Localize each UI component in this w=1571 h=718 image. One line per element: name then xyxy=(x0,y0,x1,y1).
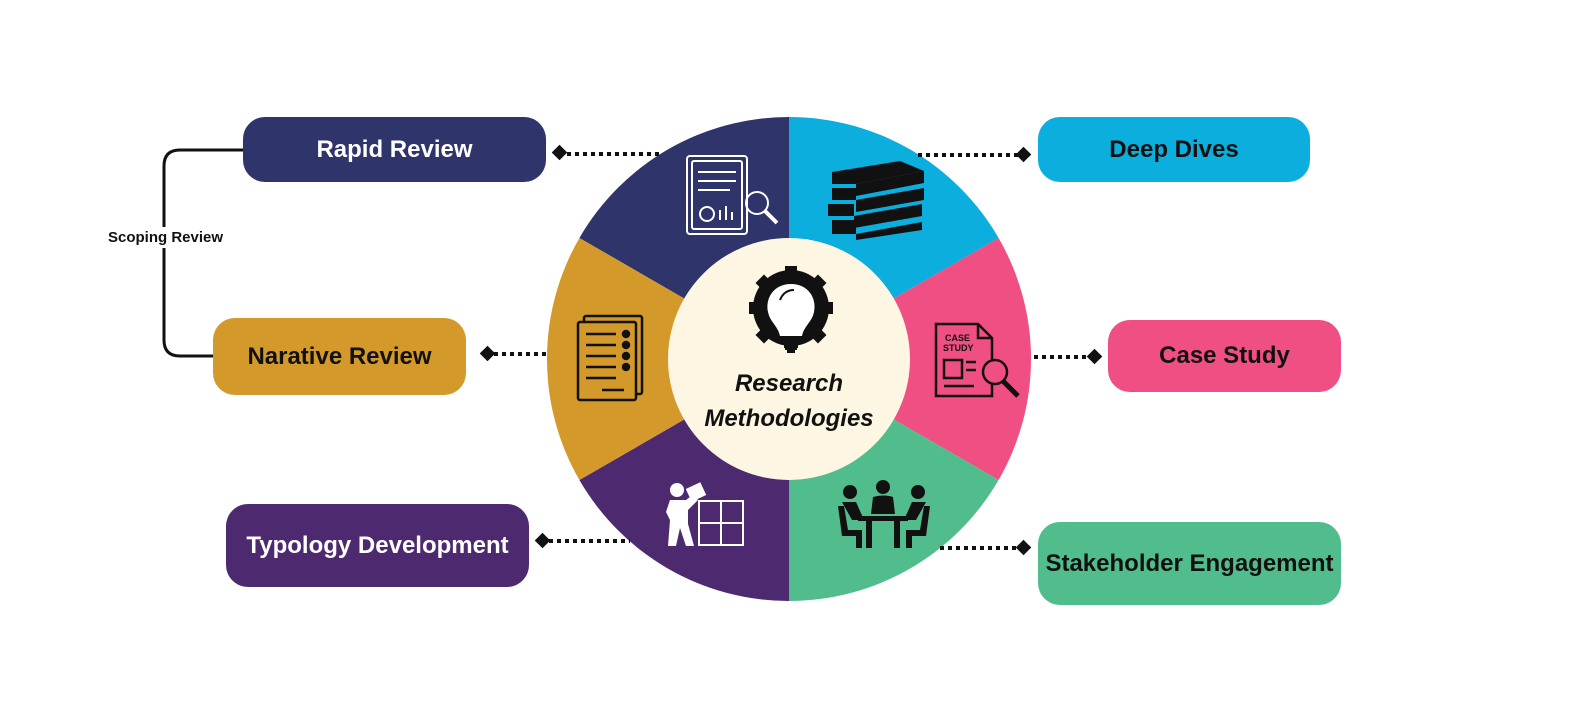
scoping-review-label: Scoping Review xyxy=(106,227,226,248)
diamond-typology-development xyxy=(534,532,551,549)
center-title: Research Methodologies xyxy=(668,366,910,436)
narative-review-pill: Narative Review xyxy=(213,318,466,395)
report-magnifier-icon xyxy=(686,155,779,235)
rapid-review-pill: Rapid Review xyxy=(243,117,546,182)
segment-case-study xyxy=(789,238,1032,480)
typology-development-pill: Typology Development xyxy=(226,504,529,587)
diamond-narative-review xyxy=(479,345,496,362)
lightbulb-gear-icon xyxy=(749,266,833,353)
diamond-deep-dives xyxy=(1015,146,1032,163)
case-study-icon-line2: STUDY xyxy=(943,343,974,353)
documents-list-icon xyxy=(576,314,644,402)
case-study-pill: Case Study xyxy=(1108,320,1341,392)
case-study-icon-line1: CASE xyxy=(945,333,970,343)
center-title-line2: Methodologies xyxy=(704,405,874,432)
books-stack-icon xyxy=(828,161,924,240)
meeting-table-icon xyxy=(838,480,930,548)
segment-narative-review xyxy=(546,238,789,480)
ring xyxy=(546,116,1032,602)
puzzle-person-icon xyxy=(666,482,744,546)
diamond-stakeholder-engagement xyxy=(1015,539,1032,556)
scoping-review-bracket xyxy=(162,148,243,358)
center-circle xyxy=(668,238,910,480)
diamond-case-study xyxy=(1086,348,1103,365)
deep-dives-pill: Deep Dives xyxy=(1038,117,1310,182)
connectors xyxy=(494,152,1089,550)
diamond-rapid-review xyxy=(551,144,568,161)
center-title-line1: Research xyxy=(734,370,844,397)
stakeholder-engagement-pill: Stakeholder Engagement xyxy=(1038,522,1341,605)
case-study-icon xyxy=(934,322,1020,398)
